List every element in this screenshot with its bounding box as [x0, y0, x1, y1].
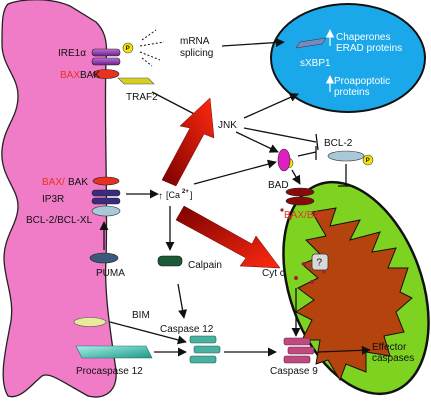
endoplasmic-reticulum: [1, 0, 117, 398]
calpain-label: Calpain: [188, 260, 222, 271]
caspase9-protein: [283, 337, 315, 364]
arrow-caspase9-to-effector: [317, 345, 371, 355]
ca-up-arrow: ↑: [158, 191, 163, 202]
calpain-protein: [157, 255, 183, 267]
phospho-label-bcl2: P: [366, 158, 370, 164]
proapoptotic-label: Proapoptotic: [334, 76, 390, 87]
ire1a-label: IRE1α: [58, 48, 86, 59]
inhibition-lines: [243, 127, 354, 187]
arrow-bim-to-caspase12: [109, 321, 187, 345]
ip3r-protein-2: [91, 197, 121, 205]
bim-label: BIM: [132, 310, 150, 321]
bax-bak-er-protein: [92, 176, 120, 186]
ip3r-label: IP3R: [42, 194, 64, 205]
caspase12-label: Caspase 12: [160, 324, 214, 335]
bax-bak-top-protein: [92, 69, 120, 79]
traf2-protein: [117, 77, 155, 85]
ca-superscript: 2+: [182, 189, 189, 195]
ip3r-protein: [91, 189, 121, 197]
caspase12-protein: [189, 335, 221, 364]
bcl2-bclxl-label: BCL-2/BCL-XL: [26, 215, 93, 226]
bax-bak-mito-protein: [285, 187, 315, 206]
caspases-label: caspases: [372, 353, 414, 364]
ire1a-protein: [91, 48, 121, 57]
phospho-badge-bcl2: [362, 154, 374, 166]
nucleus: [270, 3, 426, 113]
ca-label: [Ca: [166, 190, 180, 200]
phospho-badge-ire1: [122, 42, 134, 54]
procaspase12-label: Procaspase 12: [76, 366, 143, 377]
bak-label-top: BAK: [80, 70, 100, 81]
unknown-pore-label: ?: [317, 258, 323, 269]
splicing-sparks: [139, 29, 165, 67]
erad-label: ERAD proteins: [336, 43, 402, 54]
caspase9-label: Caspase 9: [270, 366, 318, 377]
proteins-label: proteins: [334, 87, 370, 98]
puma-protein: [89, 252, 119, 264]
mrna-label: mRNA: [180, 36, 210, 47]
splicing-label: splicing: [180, 48, 213, 59]
bcl2-cytoplasm-protein: [327, 150, 365, 162]
arrow-jnk-to-nucleus: [243, 93, 299, 119]
traf2-label: TRAF2: [126, 92, 158, 103]
arrow-splicing-to-nucleus: [221, 37, 285, 48]
cytc-label: Cyt c: [262, 268, 285, 279]
pathway-arrows: [99, 37, 371, 357]
mitochondrion-cristae: [295, 207, 413, 382]
bax-label-top: BAX: [60, 70, 80, 81]
red-arrow-ca-to-mito: [175, 205, 281, 269]
phospho-label-ire1: P: [126, 46, 130, 52]
bim-protein: [73, 317, 107, 327]
chaperones-label: Chaperones: [336, 32, 390, 43]
mrna-strand-icon: [295, 37, 327, 49]
ire1a-protein-2: [91, 57, 121, 66]
jnk-label: JNK: [218, 120, 237, 131]
bad-label: BAD: [268, 180, 289, 191]
red-arrow-ca-to-jnk: [161, 97, 215, 187]
arrow-calpain-to-caspase12: [177, 283, 188, 319]
procaspase12-protein: [75, 345, 153, 359]
sxbp1-label: sXBP1: [300, 58, 331, 69]
arrow-ca-to-bad: [193, 159, 277, 185]
bad-protein: [277, 148, 291, 172]
bak-label-mid: BAK: [68, 177, 88, 188]
bax-bak-mito-label: BAX/BAK: [284, 210, 327, 221]
puma-label: PUMA: [96, 268, 125, 279]
bcl2-bclxl-protein: [91, 205, 121, 217]
effector-label: Effector: [372, 342, 407, 353]
ca-close-label: ]: [190, 190, 193, 200]
bcl2-right-label: BCL-2: [324, 138, 353, 149]
bax-label-mid: BAX/: [42, 177, 65, 188]
unknown-pore-box: [311, 253, 329, 271]
arrow-jnk-to-bad: [235, 131, 279, 153]
arrow-bad-to-bax-bak: [291, 169, 301, 185]
cytochrome-c-dots: [280, 208, 326, 284]
